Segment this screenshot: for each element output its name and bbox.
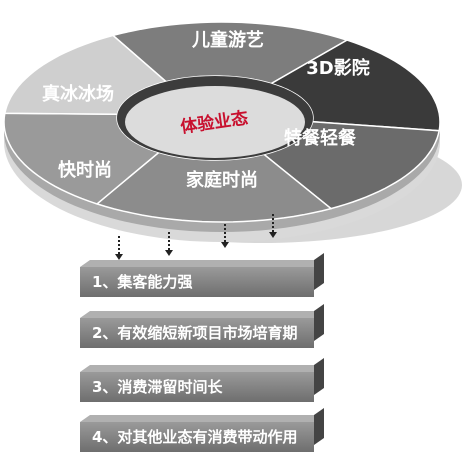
ring-segment-label-4: 家庭时尚	[186, 169, 258, 191]
arrow-3	[221, 224, 229, 248]
ring-segment-label-3: 特餐轻餐	[284, 127, 357, 149]
ring-hole	[125, 86, 305, 158]
ring-segment-label-5: 快时尚	[58, 159, 112, 181]
ring-segment-6	[3, 34, 168, 116]
benefit-text-3: 3、消费滞留时间长	[92, 378, 223, 396]
benefit-box-3: 3、消费滞留时间长	[80, 372, 314, 402]
arrow-1	[115, 236, 123, 260]
arrow-2	[165, 232, 173, 256]
arrow-4	[269, 214, 277, 238]
ring-segment-label-6: 真冰冰场	[42, 83, 114, 105]
benefit-text-1: 1、集客能力强	[92, 273, 193, 291]
benefit-text-4: 4、对其他业态有消费带动作用	[92, 428, 298, 446]
benefit-text-2: 2、有效缩短新项目市场培育期	[92, 324, 298, 342]
ring-segment-label-1: 儿童游艺	[191, 29, 264, 51]
benefit-box-4: 4、对其他业态有消费带动作用	[80, 422, 314, 452]
benefit-box-1: 1、集客能力强	[80, 267, 314, 297]
ring-segment-label-2: 3D影院	[306, 57, 369, 79]
ring-segments	[3, 21, 441, 223]
benefit-box-2: 2、有效缩短新项目市场培育期	[80, 318, 314, 348]
